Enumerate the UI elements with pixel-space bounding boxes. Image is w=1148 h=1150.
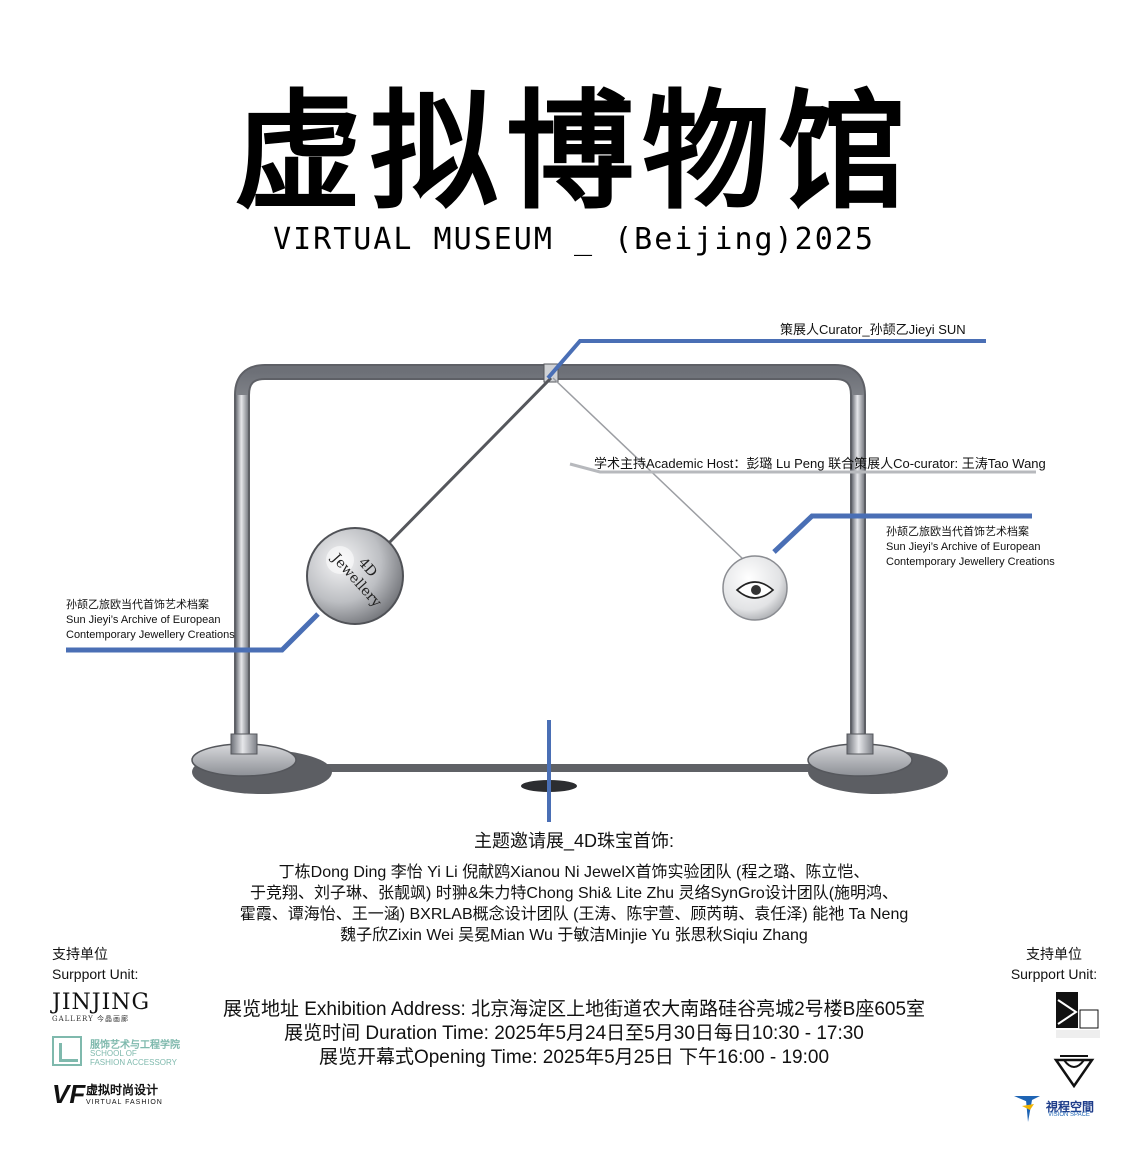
archive-right-line1: 孙颉乙旅欧当代首饰艺术档案: [886, 526, 1029, 538]
archive-right-line3: Contemporary Jewellery Creations: [886, 556, 1055, 568]
school-logo: 服饰艺术与工程学院 SCHOOL OF FASHION ACCESSORY: [52, 1036, 192, 1070]
exhibition-duration: 展览时间 Duration Time: 2025年5月24日至5月30日每日10…: [284, 1023, 864, 1044]
sphere-highlight: [326, 546, 354, 574]
exhibition-opening: 展览开幕式Opening Time: 2025年5月25日 下午16:00 - …: [318, 1047, 830, 1068]
main-title-english: VIRTUAL MUSEUM _ (Beijing)2025: [273, 222, 875, 257]
school-name-zh: 服饰艺术与工程学院: [90, 1040, 180, 1051]
support-right: 支持单位 Surpport Unit:: [1006, 944, 1102, 984]
support-left: 支持单位 Surpport Unit:: [52, 944, 138, 984]
vision-space-zh: 視程空間: [1046, 1100, 1095, 1114]
support-right-heading-zh: 支持单位: [1026, 946, 1082, 962]
vision-space-logo: 視程空間 VISION SPACE: [1012, 1092, 1112, 1124]
theme-title: 主题邀请展_4D珠宝首饰:: [473, 831, 675, 851]
design-school-logo: [1056, 992, 1100, 1038]
school-emblem-icon: [52, 1036, 82, 1066]
archive-left-line2: Sun Jieyi’s Archive of European: [66, 614, 221, 626]
archive-left-connector: [66, 612, 320, 653]
vf-mark: VF: [52, 1079, 86, 1109]
artist-line-3: 霍霞、谭海怡、王一涵) BXRLAB概念设计团队 (王涛、陈宇萱、顾芮萌、袁任泽…: [239, 906, 909, 923]
artist-line-2: 于竞翔、刘子琳、张靓飒) 时翀&朱力特Chong Shi& Lite Zhu 灵…: [249, 885, 899, 902]
exhibition-address: 展览地址 Exhibition Address: 北京海淀区上地街道农大南路硅谷…: [222, 999, 926, 1020]
frame-left-post: [236, 395, 248, 740]
archive-left-line1: 孙颉乙旅欧当代首饰艺术档案: [66, 599, 209, 611]
jinjing-main: JINJING: [52, 990, 151, 1015]
archive-left-label: 孙颉乙旅欧当代首饰艺术档案 Sun Jieyi’s Archive of Eur…: [66, 598, 235, 643]
archive-right-connector: [772, 513, 1032, 554]
curator-connector: [546, 339, 986, 380]
frame-right-post: [852, 395, 864, 740]
vf-name-en: VIRTUAL FASHION: [86, 1099, 163, 1106]
vision-space-icon: [1014, 1096, 1040, 1122]
school-name-en1: SCHOOL OF: [90, 1049, 137, 1058]
theme-section: 主题邀请展_4D珠宝首饰: 丁栋Dong Ding 李怡 Yi Li 倪献鸥Xi…: [0, 828, 1148, 946]
right-base-collar: [846, 733, 874, 755]
artist-line-1: 丁栋Dong Ding 李怡 Yi Li 倪献鸥Xianou Ni JewelX…: [278, 864, 870, 881]
vision-space-en: VISION SPACE: [1048, 1112, 1090, 1118]
academic-connector: [569, 462, 1036, 474]
left-base-collar: [230, 733, 258, 755]
support-left-heading-en: Surpport Unit:: [52, 966, 139, 982]
archive-right-label: 孙颉乙旅欧当代首饰艺术档案 Sun Jieyi’s Archive of Eur…: [886, 525, 1055, 570]
archive-left-line3: Contemporary Jewellery Creations: [66, 629, 235, 641]
curator-label: 策展人Curator_孙颉乙Jieyi SUN: [780, 322, 966, 337]
support-right-heading-en: Surpport Unit:: [1010, 966, 1098, 982]
archive-right-line2: Sun Jieyi’s Archive of European: [886, 541, 1041, 553]
left-pendulum-rod: [382, 376, 553, 550]
vf-name-zh: 虚拟时尚设计: [86, 1083, 159, 1097]
design-logo-block-icon: [1056, 992, 1078, 1028]
jinjing-logo: JINJING GALLERY 今晶画廊: [52, 992, 150, 1024]
main-title-chinese: 虚拟博物馆: [233, 78, 914, 227]
support-left-heading-zh: 支持单位: [52, 946, 108, 962]
right-pendulum-string: [552, 377, 745, 561]
academic-host-label: 学术主持Academic Host：彭璐 Lu Peng 联合策展人Co-cur…: [594, 456, 1046, 471]
diamond-logo-icon: [1053, 1055, 1095, 1088]
artist-line-4: 魏子欣Zixin Wei 吴冕Mian Wu 于敏洁Minjie Yu 张思秋S…: [340, 927, 808, 944]
jinjing-sub: GALLERY 今晶画廊: [52, 1015, 129, 1023]
virtual-fashion-logo: VF 虚拟时尚设计 VIRTUAL FASHION: [52, 1080, 192, 1110]
exhibition-info: 展览地址 Exhibition Address: 北京海淀区上地街道农大南路硅谷…: [0, 998, 1148, 1070]
school-name-en2: FASHION ACCESSORY: [90, 1058, 177, 1067]
eye-pupil: [751, 585, 761, 595]
